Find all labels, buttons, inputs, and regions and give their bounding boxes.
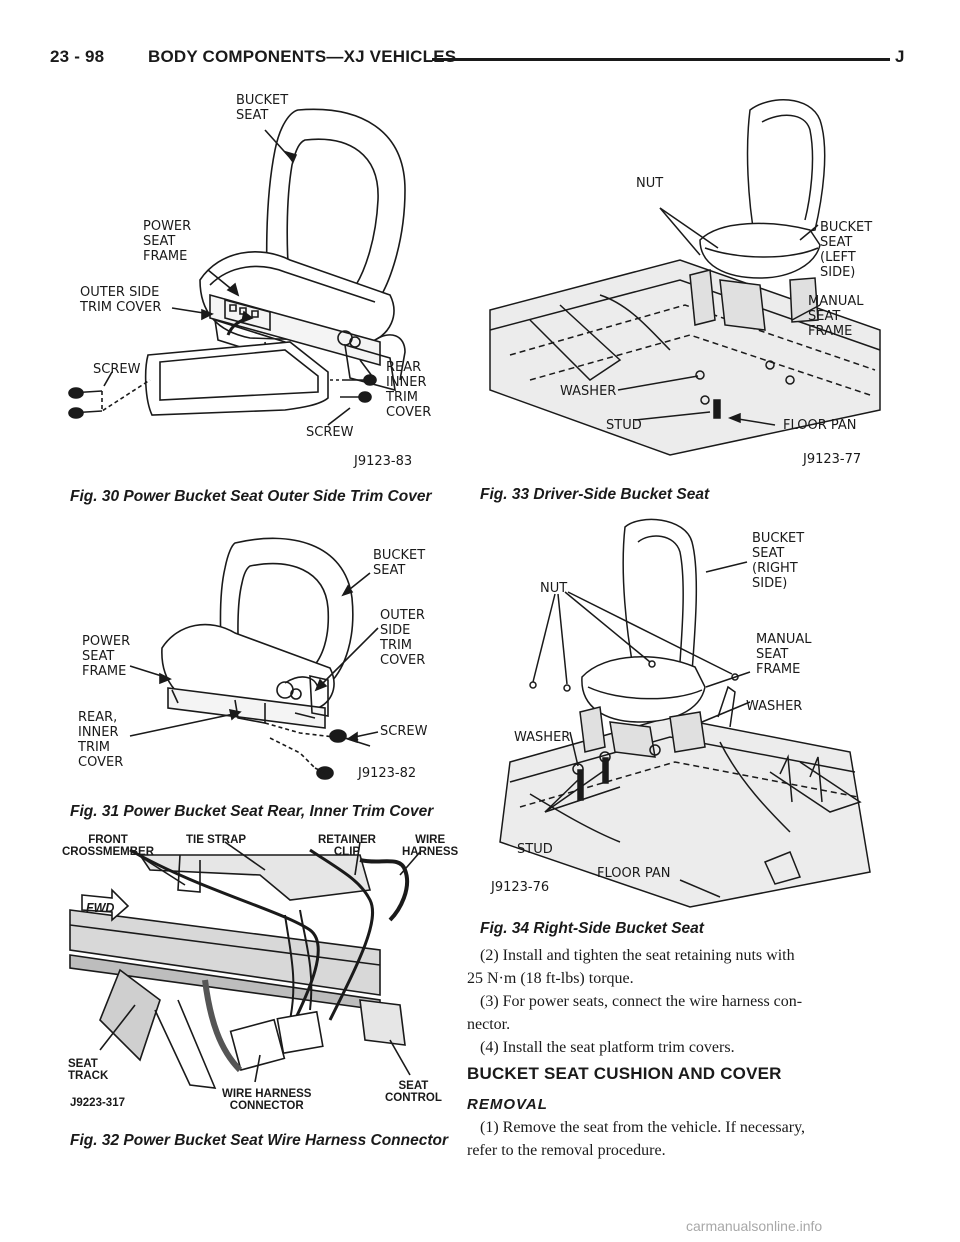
fig31-caption: Fig. 31 Power Bucket Seat Rear, Inner Tr… (70, 803, 434, 820)
fig33-label-nut: NUT (636, 176, 664, 191)
fig34-illustration (470, 512, 890, 912)
header-rule (432, 58, 890, 61)
section-heading: BUCKET SEAT CUSHION AND COVER (467, 1064, 782, 1083)
fig30-illustration (60, 80, 455, 475)
manual-letter: J (895, 47, 905, 66)
fig30-label-screw-left: SCREW (93, 362, 141, 377)
fig33-caption: Fig. 33 Driver-Side Bucket Seat (480, 486, 710, 503)
fig33-code: J9123-77 (803, 452, 862, 467)
fig31-label-rear-inner-trim-cover: REAR, INNER TRIM COVER (78, 710, 124, 770)
fig31-illustration (60, 518, 455, 788)
fig30-label-bucket-seat: BUCKET SEAT (236, 93, 289, 123)
step-2-line-2: 25 N·m (18 ft-lbs) torque. (467, 970, 634, 987)
fig32-label-fwd: FWD (86, 901, 115, 915)
fig30-label-outer-side-trim-cover: OUTER SIDE TRIM COVER (80, 285, 162, 315)
fig31-label-power-seat-frame: POWER SEAT FRAME (82, 634, 131, 679)
fig32-label-front-crossmember: FRONT CROSSMEMBER (62, 834, 155, 858)
fig30-label-screw-bottom: SCREW (306, 425, 354, 440)
fig32-label-seat-track: SEAT TRACK (68, 1058, 109, 1082)
fig30-code: J9123-83 (354, 454, 413, 469)
watermark: carmanualsonline.info (686, 1218, 823, 1234)
fig31-label-outer-side-trim-cover: OUTER SIDE TRIM COVER (380, 608, 426, 668)
fig32-label-wire-harness-connector: WIRE HARNESS CONNECTOR (222, 1088, 312, 1112)
fig34-label-manual-seat-frame: MANUAL SEAT FRAME (756, 632, 812, 677)
subheading-removal: REMOVAL (467, 1096, 548, 1113)
step-3-line-1: (3) For power seats, connect the wire ha… (480, 993, 803, 1010)
fig32-illustration (60, 830, 455, 1115)
fig31-label-screw: SCREW (380, 724, 428, 739)
step-3-line-2: nector. (467, 1016, 511, 1033)
fig34-label-bucket-seat-right: BUCKET SEAT (RIGHT SIDE) (752, 531, 805, 591)
fig34-code: J9123-76 (491, 880, 550, 895)
fig34-label-stud: STUD (517, 842, 553, 857)
step-1-line-2: refer to the removal procedure. (467, 1142, 666, 1159)
fig30-label-power-seat-frame: POWER SEAT FRAME (143, 219, 192, 264)
fig33-label-manual-seat-frame: MANUAL SEAT FRAME (808, 294, 864, 339)
fig34-label-floor-pan: FLOOR PAN (597, 866, 671, 881)
fig32-code: J9223-317 (70, 1097, 125, 1109)
fig34-label-washer-right: WASHER (746, 699, 803, 714)
fig33-illustration (470, 80, 890, 460)
step-2-line-1: (2) Install and tighten the seat retaini… (480, 947, 795, 964)
fig32-caption: Fig. 32 Power Bucket Seat Wire Harness C… (70, 1132, 449, 1149)
fig30-caption: Fig. 30 Power Bucket Seat Outer Side Tri… (70, 488, 432, 505)
fig31-label-bucket-seat: BUCKET SEAT (373, 548, 426, 578)
section-title: BODY COMPONENTS—XJ VEHICLES (148, 47, 457, 66)
fig33-label-floor-pan: FLOOR PAN (783, 418, 857, 433)
fig33-label-stud: STUD (606, 418, 642, 433)
step-4: (4) Install the seat platform trim cover… (480, 1039, 735, 1056)
fig34-caption: Fig. 34 Right-Side Bucket Seat (480, 920, 704, 937)
fig34-label-washer-left: WASHER (514, 730, 571, 745)
fig34-label-nut: NUT (540, 581, 568, 596)
fig33-label-washer: WASHER (560, 384, 617, 399)
step-1-line-1: (1) Remove the seat from the vehicle. If… (480, 1119, 806, 1136)
fig32-label-seat-control: SEAT CONTROL (385, 1080, 442, 1104)
fig33-label-bucket-seat-left: BUCKET SEAT (LEFT SIDE) (820, 220, 873, 280)
fig30-label-rear-inner-trim-cover: REAR INNER TRIM COVER (386, 360, 432, 420)
fig32-label-retainer-clip: RETAINER CLIP (318, 834, 376, 858)
page-number: 23 - 98 (50, 47, 105, 66)
fig32-label-wire-harness: WIRE HARNESS (402, 834, 459, 858)
fig31-code: J9123-82 (358, 766, 417, 781)
fig32-label-tie-strap: TIE STRAP (186, 834, 247, 846)
